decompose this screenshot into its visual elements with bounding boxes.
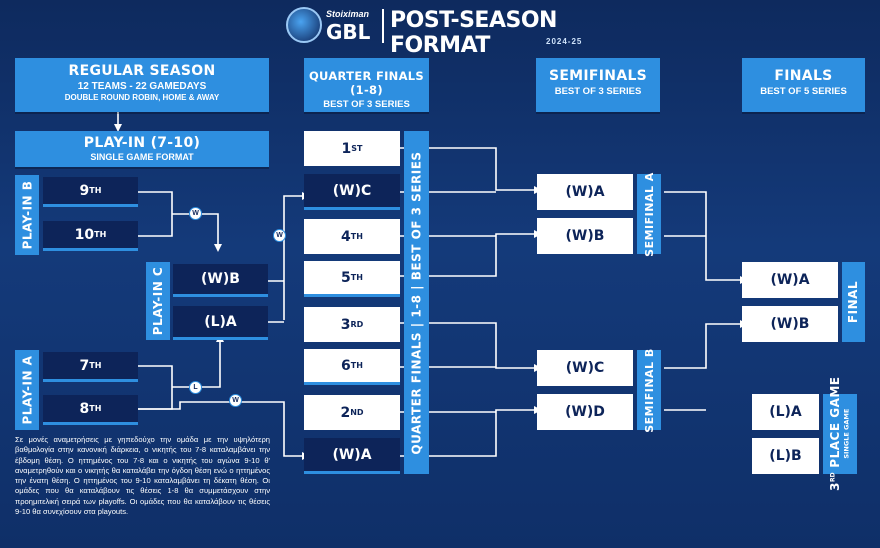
semifinals-title: SEMIFINALS [548, 68, 648, 84]
winner-badge: W [273, 229, 286, 242]
sf-a-slot-2: (W)B [537, 218, 633, 254]
finals-title: FINALS [774, 68, 833, 84]
regular-season-line2: DOUBLE ROUND ROBIN, HOME & AWAY [64, 93, 220, 102]
semifinal-b-label: SEMIFINAL B [637, 348, 661, 432]
play-in-subtitle: SINGLE GAME FORMAT [90, 152, 194, 162]
quarter-finals-title: QUARTER FINALS (1-8) [308, 69, 425, 97]
page-title: POST-SEASON FORMAT [390, 8, 557, 58]
winner-badge: W [229, 394, 242, 407]
header: Stoiximan GBL POST-SEASON FORMAT 2024-25 [282, 3, 602, 58]
play-in-box: PLAY-IN (7-10) SINGLE GAME FORMAT [15, 131, 269, 167]
play-in-c-loser-a-slot: (L)A [173, 306, 268, 340]
third-place-slot-2: (L)B [752, 438, 819, 474]
regular-season-box: REGULAR SEASON 12 TEAMS - 22 GAMEDAYS DO… [15, 58, 269, 112]
brand-top: Stoiximan [326, 9, 370, 19]
quarter-finals-subtitle: BEST OF 3 SERIES [323, 99, 410, 110]
play-in-a-label: PLAY-IN A [15, 350, 39, 430]
play-in-b-label: PLAY-IN B [15, 175, 39, 255]
regular-season-line1: 12 TEAMS - 22 GAMEDAYS [77, 81, 207, 92]
semifinals-header: SEMIFINALS BEST OF 3 SERIES [536, 58, 660, 112]
season-label: 2024-25 [546, 37, 583, 46]
final-label: FINAL [842, 262, 865, 342]
quarter-finals-side-label: QUARTER FINALS | 1-8 | BEST OF 3 SERIES [404, 131, 429, 474]
regular-season-title: REGULAR SEASON [68, 63, 216, 79]
final-slot-2: (W)B [742, 306, 838, 342]
play-in-title: PLAY-IN (7-10) [83, 135, 201, 151]
semifinals-subtitle: BEST OF 3 SERIES [554, 86, 642, 97]
play-in-c-label: PLAY-IN C [146, 262, 170, 340]
header-divider [382, 9, 384, 43]
play-in-c-winner-b-slot: (W)B [173, 264, 268, 297]
finals-subtitle: BEST OF 5 SERIES [760, 86, 847, 97]
third-place-slot-1: (L)A [752, 394, 819, 430]
qf-slot-winner-a: (W)A [304, 438, 400, 474]
final-slot-1: (W)A [742, 262, 838, 298]
sf-a-slot-1: (W)A [537, 174, 633, 210]
quarter-finals-header: QUARTER FINALS (1-8) BEST OF 3 SERIES [304, 58, 429, 112]
finals-header: FINALS BEST OF 5 SERIES [742, 58, 865, 112]
gbl-logo-icon [286, 7, 322, 43]
semifinal-a-label: SEMIFINAL A [637, 172, 661, 256]
qf-slot-winner-c: (W)C [304, 174, 400, 210]
loser-badge: L [189, 381, 202, 394]
sf-b-slot-1: (W)C [537, 350, 633, 386]
sf-b-slot-2: (W)D [537, 394, 633, 430]
third-place-label: 3RD PLACE GAME SINGLE GAME [823, 377, 857, 491]
format-note: Σε μονές αναμετρήσεις με γηπεδούχο την ο… [15, 435, 270, 517]
brand-main: GBL [326, 20, 371, 44]
winner-badge: W [189, 207, 202, 220]
